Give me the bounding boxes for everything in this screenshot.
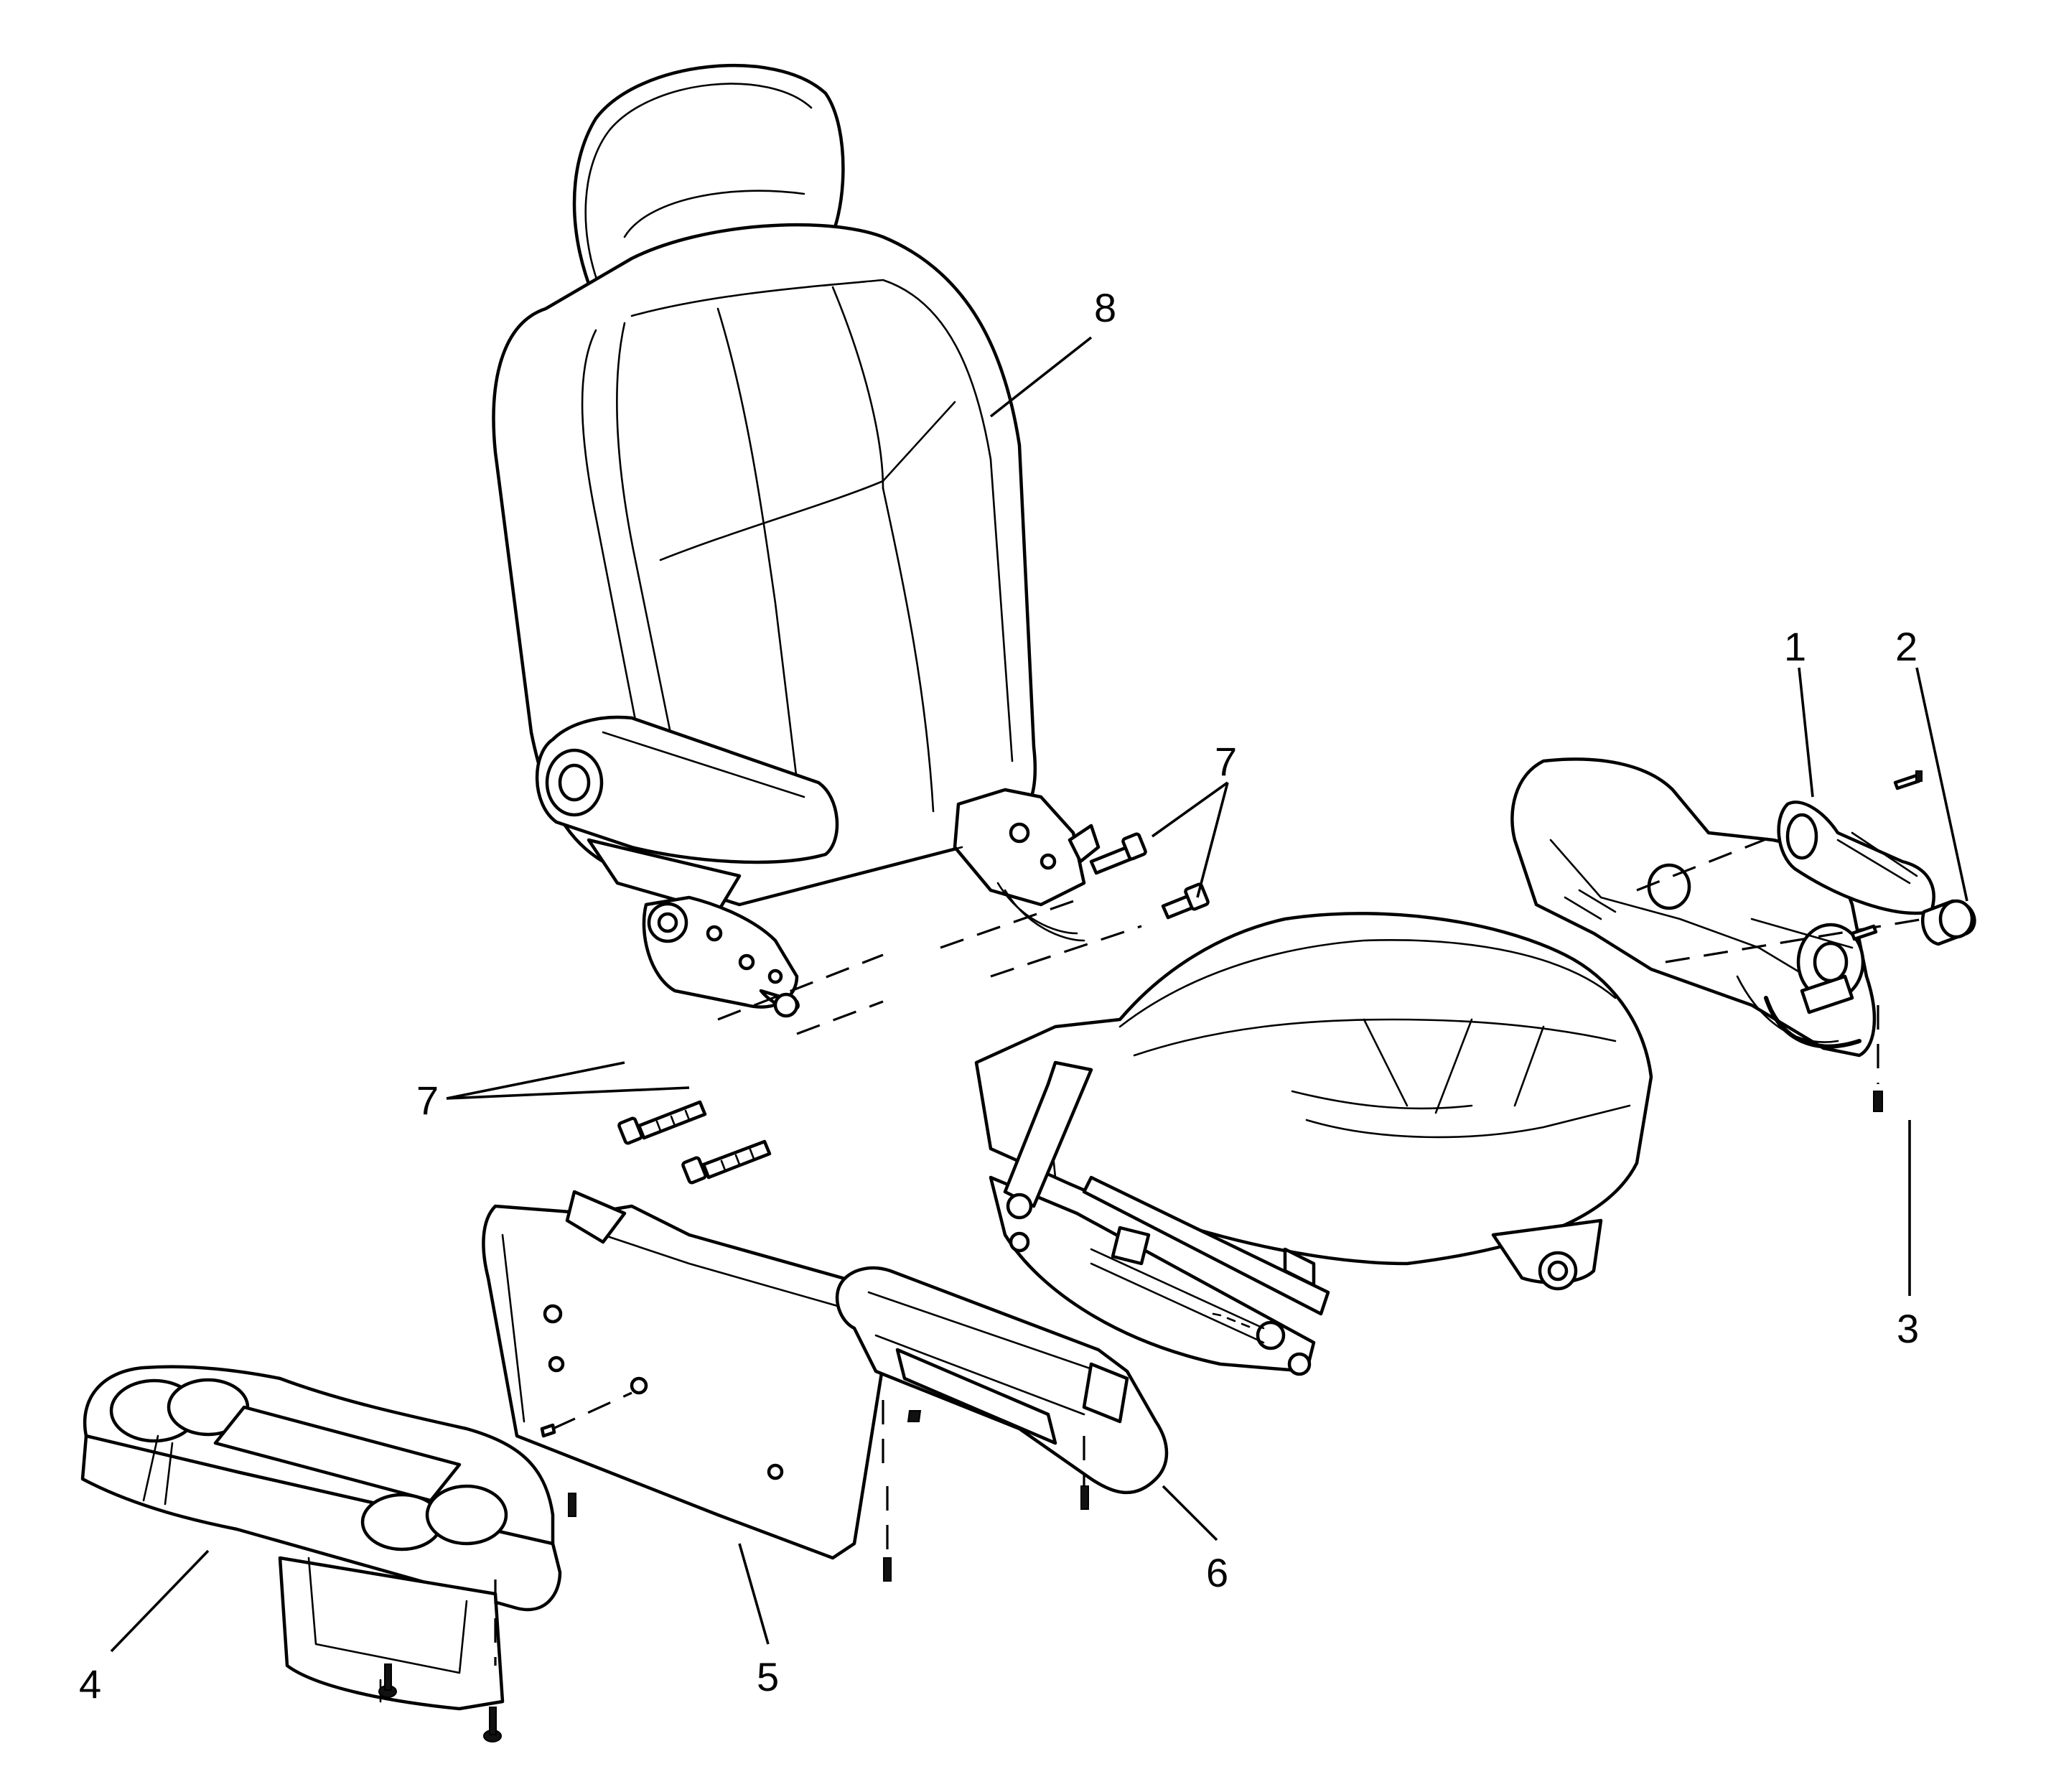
bolt-icon: [681, 1139, 772, 1185]
leader-lines: [110, 336, 1968, 1653]
right-recliner-bracket: [953, 788, 1101, 942]
screw-icon: [1080, 1485, 1089, 1510]
bolt-icon: [1161, 882, 1210, 920]
callout-5: 5: [757, 1654, 779, 1699]
screw-icon: [568, 1493, 576, 1517]
screw-icon: [883, 1486, 892, 1582]
callout-1: 1: [1784, 624, 1806, 669]
screw-icon: [540, 1423, 556, 1438]
callout-2: 2: [1895, 624, 1917, 669]
recline-handle: [1636, 770, 1935, 915]
callouts: 8 1 2 3 4 5 6 7 7: [79, 285, 1919, 1707]
callout-4: 4: [79, 1661, 101, 1707]
adjuster-knob: [1665, 899, 1976, 963]
bolts-left-pair: [617, 953, 884, 1185]
bolt-icon: [617, 1100, 707, 1145]
callout-7-left: 7: [416, 1078, 439, 1123]
callout-8: 8: [1094, 285, 1116, 330]
screw-icon: [483, 1707, 502, 1742]
bolts-right-pair: [940, 832, 1210, 978]
left-recliner-bracket: [642, 895, 800, 1018]
bolt-icon: [1089, 832, 1147, 875]
callout-3: 3: [1897, 1306, 1919, 1351]
armrest: [535, 715, 839, 914]
outboard-shield: [1510, 757, 1877, 1058]
inboard-trim-panel: [835, 1266, 1169, 1510]
seat-back-assembly: [492, 63, 1101, 1018]
seat-cushion-assembly: [974, 912, 1653, 1376]
cup-holder-tray: [80, 1365, 562, 1742]
callout-7-right: 7: [1215, 739, 1237, 784]
screw-icon: [1873, 1005, 1883, 1112]
screw-icon: [378, 1663, 397, 1703]
callout-6: 6: [1206, 1550, 1228, 1595]
